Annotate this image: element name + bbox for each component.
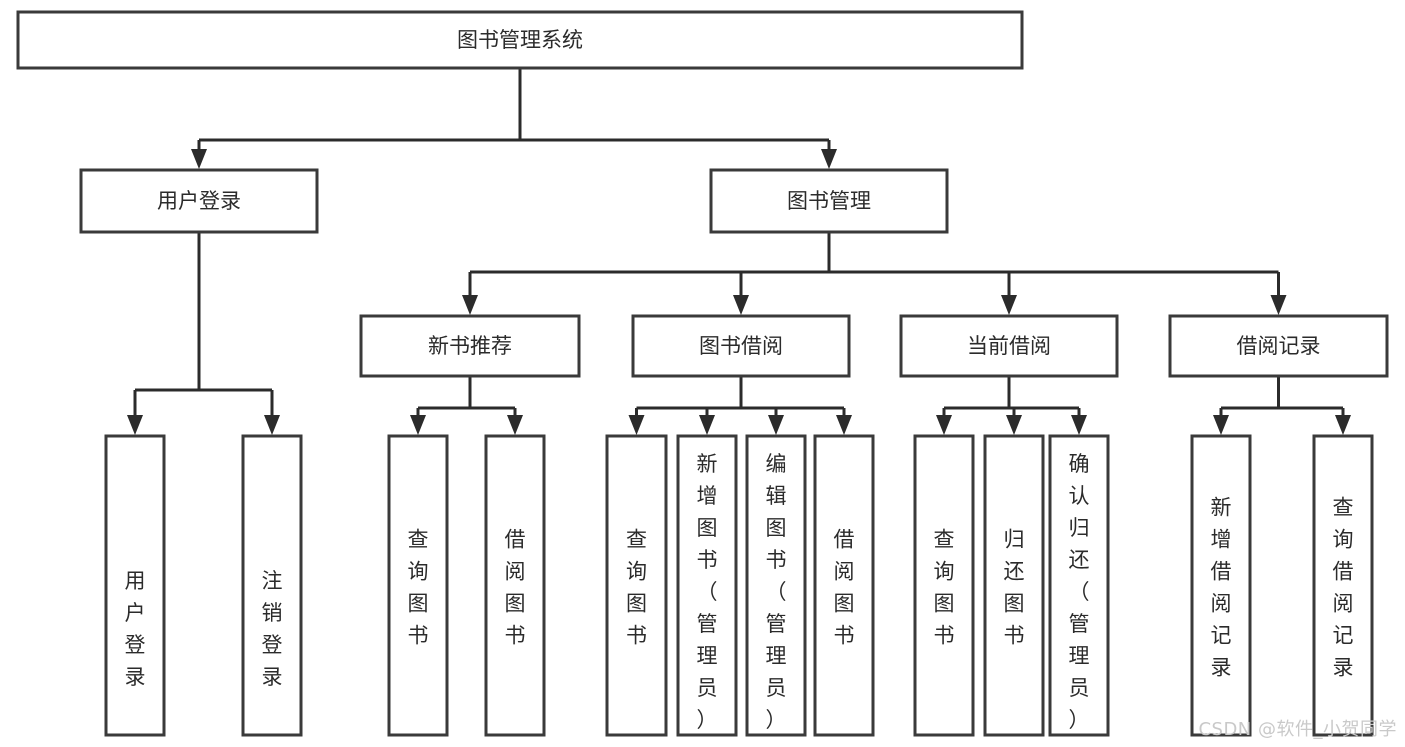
arrow-head [768, 415, 784, 435]
node-current-borrow[interactable]: 当前借阅 [899, 314, 1119, 378]
arrow-head [1001, 295, 1017, 315]
arrow-head [1335, 415, 1351, 435]
node-label-leaf-add-borrow-record: 新增借阅记录 [1211, 495, 1232, 679]
node-leaf-logout[interactable]: 注销登录 [241, 434, 303, 737]
arrow-head [410, 415, 426, 435]
node-label-book-management: 图书管理 [787, 189, 871, 213]
node-leaf-query-borrow-record[interactable]: 查询借阅记录 [1312, 434, 1374, 737]
node-label-leaf-query-borrow-record: 查询借阅记录 [1333, 495, 1354, 679]
node-leaf-return-book[interactable]: 归还图书 [983, 434, 1045, 737]
node-box-leaf-return-book [983, 434, 1045, 737]
node-leaf-confirm-return-admin[interactable]: 确认归还（管理员） [1048, 434, 1110, 737]
arrow-head [628, 415, 645, 435]
node-label-leaf-borrow-book-1: 借阅图书 [505, 527, 526, 647]
arrow-head [821, 149, 837, 169]
node-box-leaf-add-book-admin [676, 434, 738, 737]
node-label-leaf-edit-book-admin: 编辑图书（管理员） [766, 452, 787, 732]
node-label-book-borrow: 图书借阅 [699, 334, 783, 358]
node-leaf-user-login[interactable]: 用户登录 [104, 434, 166, 737]
node-label-borrow-records: 借阅记录 [1237, 334, 1321, 358]
connector-root-to-level2 [191, 68, 837, 169]
arrow-head [1071, 415, 1087, 435]
node-box-root [16, 10, 1024, 70]
node-leaf-borrow-book-2[interactable]: 借阅图书 [813, 434, 875, 737]
node-box-leaf-query-borrow-record [1312, 434, 1374, 737]
node-box-leaf-confirm-return-admin [1048, 434, 1110, 737]
node-box-leaf-add-borrow-record [1190, 434, 1252, 737]
arrow-head [191, 149, 207, 169]
arrow-head [836, 415, 852, 435]
node-label-leaf-add-book-admin: 新增图书（管理员） [697, 452, 718, 732]
node-label-new-book-recommend: 新书推荐 [428, 334, 512, 358]
node-book-management[interactable]: 图书管理 [709, 168, 949, 234]
arrow-head [733, 295, 749, 315]
node-leaf-add-book-admin[interactable]: 新增图书（管理员） [676, 434, 738, 737]
node-label-leaf-query-book-1: 查询图书 [408, 527, 429, 647]
node-box-book-borrow [631, 314, 851, 378]
node-label-leaf-borrow-book-2: 借阅图书 [834, 527, 855, 647]
connector-layer [127, 68, 1351, 435]
node-box-leaf-borrow-book-2 [813, 434, 875, 737]
node-label-leaf-logout: 注销登录 [262, 569, 283, 689]
connector-records-to-leaves [1213, 376, 1351, 435]
node-label-leaf-confirm-return-admin: 确认归还（管理员） [1069, 452, 1090, 732]
node-box-new-book-recommend [359, 314, 581, 378]
node-box-leaf-query-book-1 [387, 434, 449, 737]
node-label-leaf-user-login: 用户登录 [125, 569, 146, 689]
arrow-head [1270, 295, 1287, 315]
node-leaf-query-book-3[interactable]: 查询图书 [913, 434, 975, 737]
watermark-label: CSDN @软件_小贺同学 [1198, 719, 1397, 740]
node-label-current-borrow: 当前借阅 [967, 334, 1051, 358]
arrow-head [127, 415, 143, 435]
connector-bookborrow-to-leaves [628, 376, 852, 435]
node-leaf-add-borrow-record[interactable]: 新增借阅记录 [1190, 434, 1252, 737]
node-box-leaf-user-login [104, 434, 166, 737]
node-layer: 图书管理系统用户登录图书管理新书推荐图书借阅当前借阅借阅记录用户登录注销登录查询… [16, 10, 1389, 737]
node-user-login[interactable]: 用户登录 [79, 168, 319, 234]
node-box-user-login [79, 168, 319, 234]
node-box-borrow-records [1168, 314, 1389, 378]
node-leaf-query-book-1[interactable]: 查询图书 [387, 434, 449, 737]
node-box-leaf-borrow-book-1 [484, 434, 546, 737]
node-book-borrow[interactable]: 图书借阅 [631, 314, 851, 378]
arrow-head [462, 295, 478, 315]
node-leaf-borrow-book-1[interactable]: 借阅图书 [484, 434, 546, 737]
node-box-current-borrow [899, 314, 1119, 378]
node-leaf-edit-book-admin[interactable]: 编辑图书（管理员） [745, 434, 807, 737]
connector-bookmgmt-to-level3 [462, 232, 1287, 315]
connector-userlogin-to-leaves [127, 232, 280, 435]
arrow-head [699, 415, 715, 435]
node-box-leaf-query-book-2 [605, 434, 668, 737]
arrow-head [1213, 415, 1229, 435]
connector-currentborrow-to-leaves [936, 376, 1087, 435]
node-leaf-query-book-2[interactable]: 查询图书 [605, 434, 668, 737]
arrow-head [1006, 415, 1022, 435]
connector-newbook-to-leaves [410, 376, 523, 435]
arrow-head [936, 415, 952, 435]
node-label-leaf-return-book: 归还图书 [1004, 527, 1025, 647]
arrow-head [264, 415, 280, 435]
node-box-leaf-edit-book-admin [745, 434, 807, 737]
node-new-book-recommend[interactable]: 新书推荐 [359, 314, 581, 378]
node-box-leaf-logout [241, 434, 303, 737]
arrow-head [507, 415, 523, 435]
node-root[interactable]: 图书管理系统 [16, 10, 1024, 70]
node-label-user-login: 用户登录 [157, 189, 241, 213]
node-box-leaf-query-book-3 [913, 434, 975, 737]
node-label-root: 图书管理系统 [457, 28, 583, 52]
node-borrow-records[interactable]: 借阅记录 [1168, 314, 1389, 378]
node-box-book-management [709, 168, 949, 234]
node-label-leaf-query-book-3: 查询图书 [934, 527, 955, 647]
node-label-leaf-query-book-2: 查询图书 [626, 527, 647, 647]
